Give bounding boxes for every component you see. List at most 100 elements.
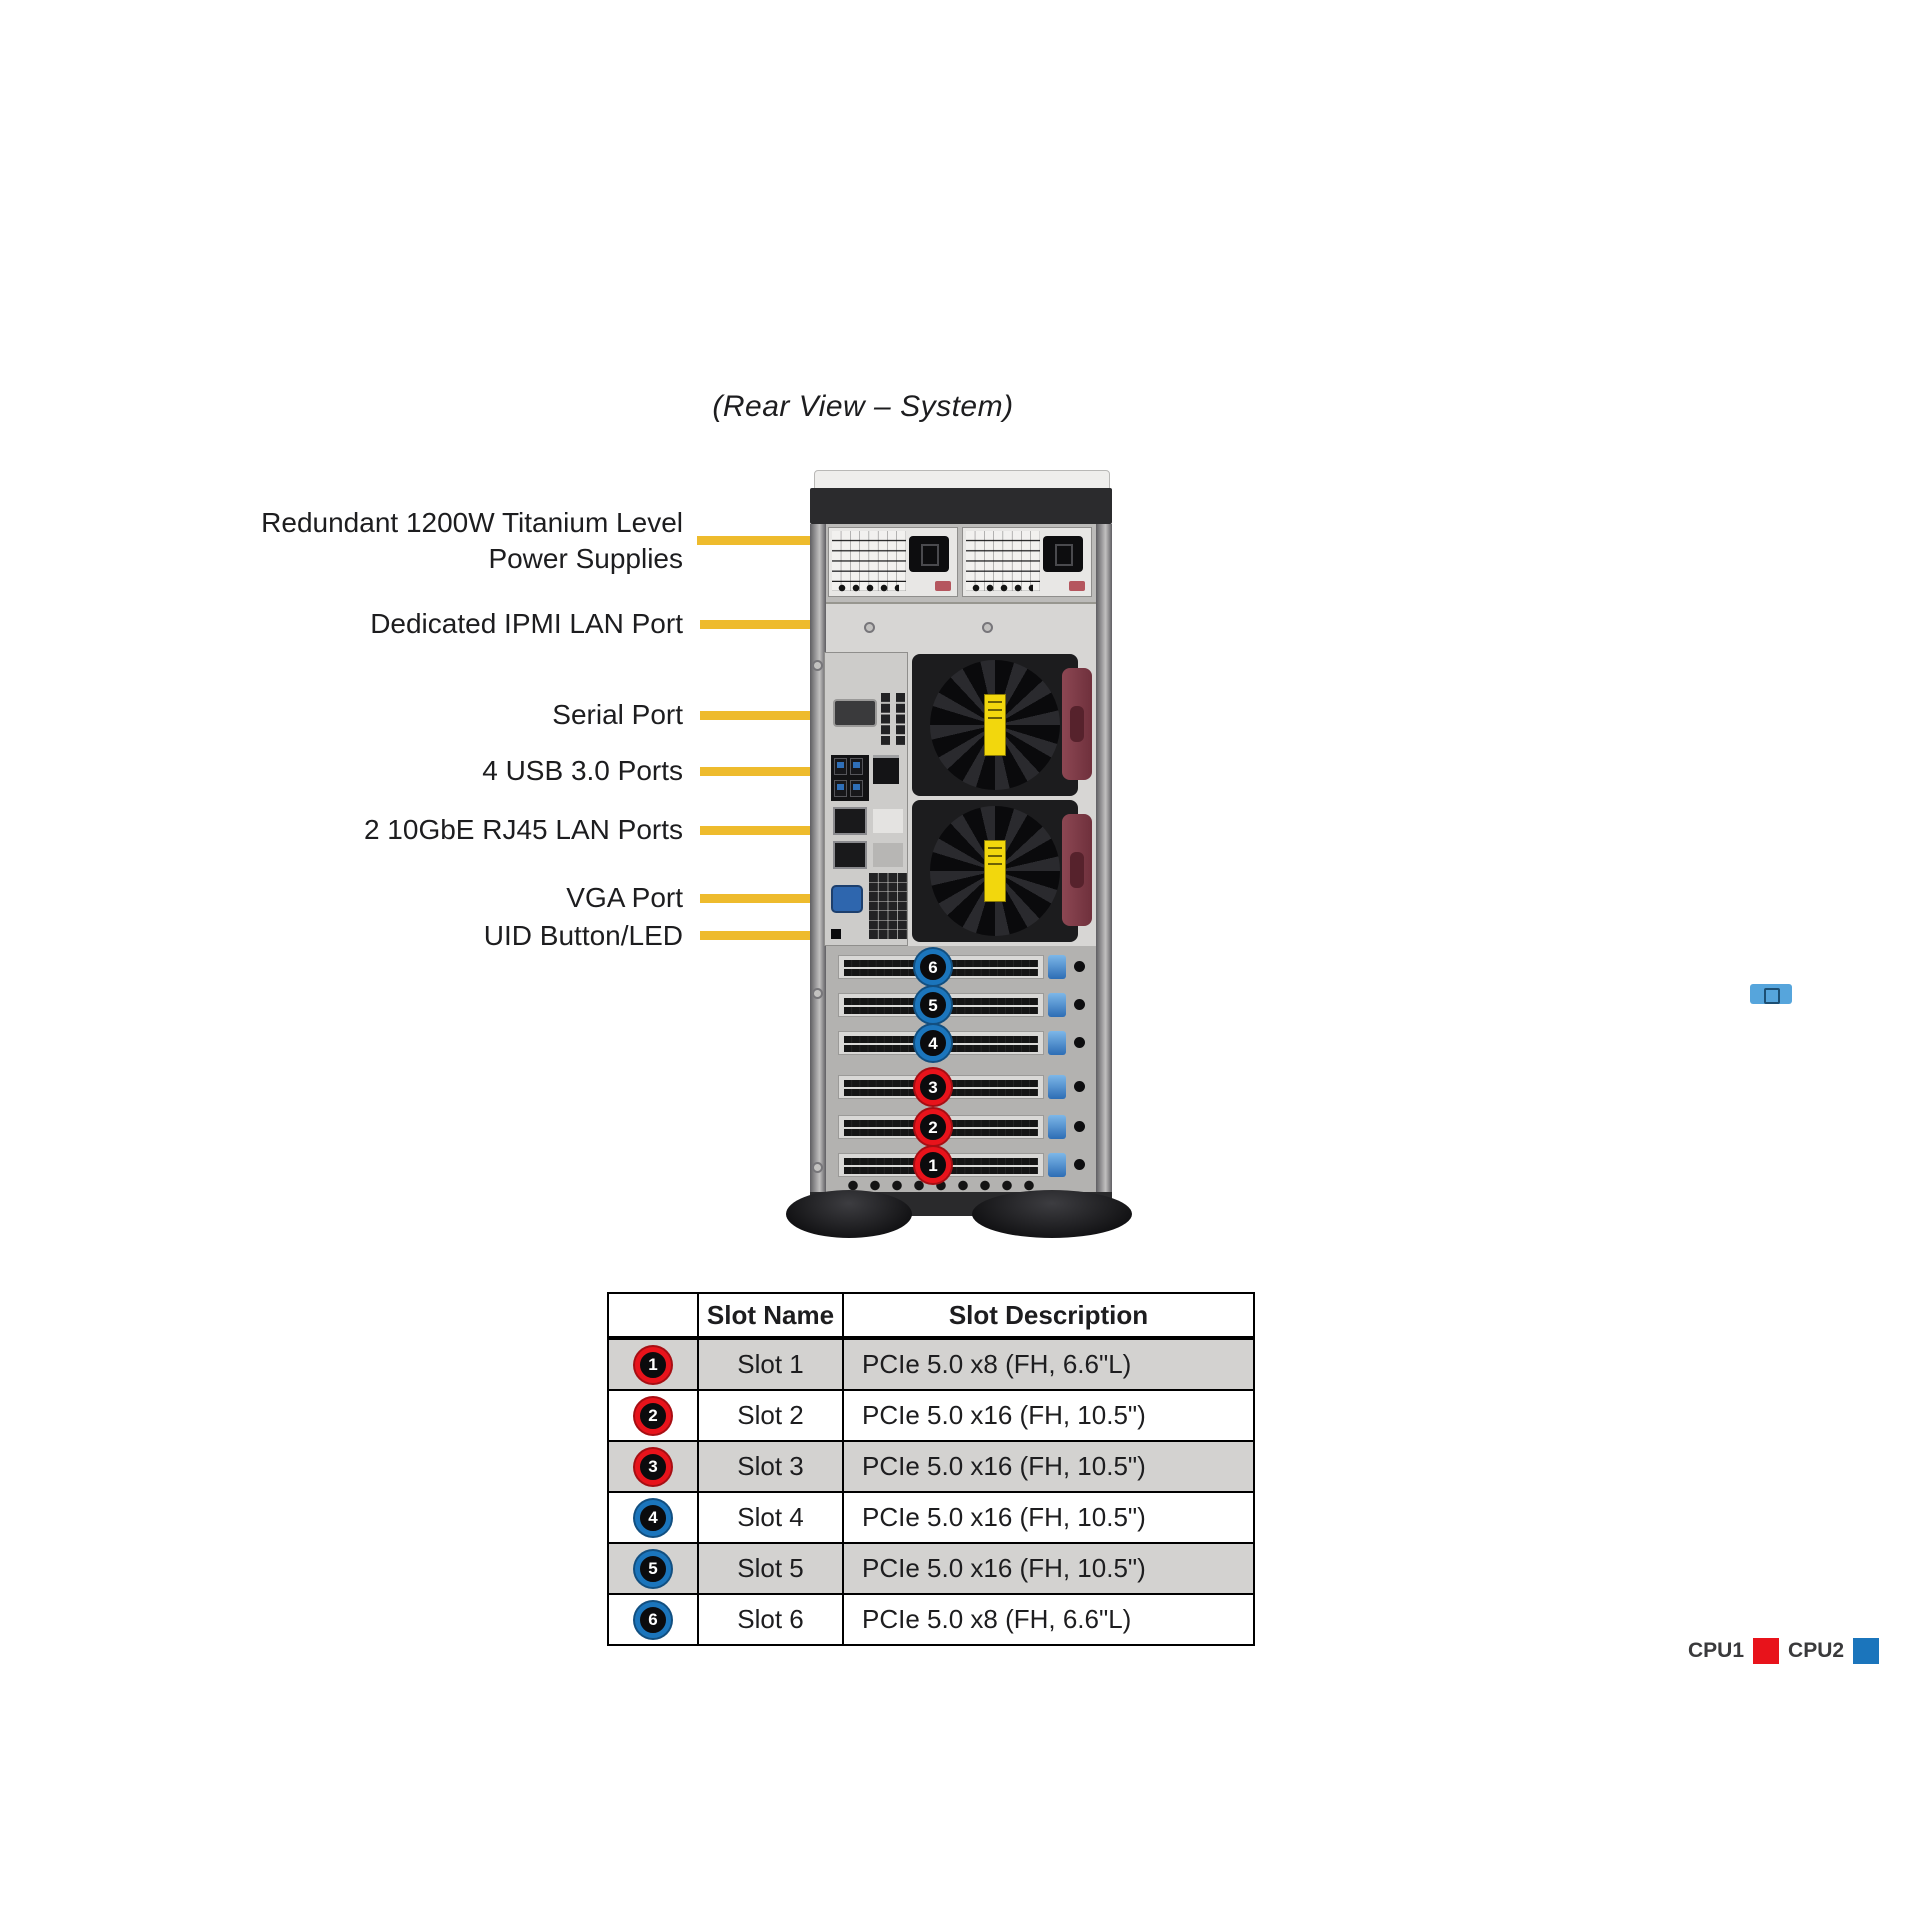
table-row-slot-6: 6 Slot 6 PCIe 5.0 x8 (FH, 6.6"L) <box>607 1593 1255 1646</box>
slot-retention-clip <box>1048 993 1066 1017</box>
system-fan-1 <box>912 654 1078 796</box>
slot-retention-clip <box>1048 1115 1066 1139</box>
bottom-vent-holes <box>842 1180 1042 1191</box>
screw <box>812 660 823 671</box>
chassis-front-button <box>1750 984 1792 1004</box>
chassis-right-edge <box>1096 524 1112 1196</box>
chassis-slot-badge-2: 2 <box>915 1109 951 1145</box>
slot-name-cell: Slot 4 <box>697 1491 844 1544</box>
slot-name-cell: Slot 3 <box>697 1440 844 1493</box>
callout-line-lan <box>700 826 840 835</box>
fan2-label-sticker <box>984 840 1006 902</box>
header-slot-name: Slot Name <box>697 1292 844 1340</box>
legend-cpu1-swatch <box>1753 1638 1780 1664</box>
lan-port-2 <box>833 841 867 869</box>
slot-screw-hole <box>1074 961 1085 972</box>
chassis-slot-badge-1: 1 <box>915 1147 951 1183</box>
vent-grid <box>881 693 905 745</box>
table-row-slot-2: 2 Slot 2 PCIe 5.0 x16 (FH, 10.5") <box>607 1389 1255 1442</box>
callout-label-usb: 4 USB 3.0 Ports <box>482 755 683 786</box>
pcie-slot-area <box>826 946 1096 1196</box>
slot-name-cell: Slot 2 <box>697 1389 844 1442</box>
vga-port <box>831 885 863 913</box>
slot-description-cell: PCIe 5.0 x8 (FH, 6.6"L) <box>842 1337 1255 1391</box>
legend-cpu2-label: CPU2 <box>1788 1639 1845 1662</box>
usb3-ports <box>831 755 869 801</box>
slot-screw-hole <box>1074 1159 1085 1170</box>
figure-title: (Rear View – System) <box>712 390 1014 423</box>
power-supply-bay <box>826 524 1096 604</box>
chassis-front-button-icon <box>1764 988 1780 1004</box>
chassis-slot-badge-4: 4 <box>915 1025 951 1061</box>
table-row-slot-1: 1 Slot 1 PCIe 5.0 x8 (FH, 6.6"L) <box>607 1337 1255 1391</box>
cpu-legend: CPU1 CPU2 <box>1688 1638 1880 1664</box>
slot-description-cell: PCIe 5.0 x16 (FH, 10.5") <box>842 1542 1255 1595</box>
table-badge-1: 1 <box>635 1346 671 1383</box>
ipmi-lan-port <box>873 755 899 784</box>
callout-label-vga: VGA Port <box>566 882 683 913</box>
usb-port <box>850 779 863 797</box>
slot-name-cell: Slot 6 <box>697 1593 844 1646</box>
chassis-slot-badge-6: 6 <box>915 949 951 985</box>
table-row-slot-5: 5 Slot 5 PCIe 5.0 x16 (FH, 10.5") <box>607 1542 1255 1595</box>
chassis-foot-left <box>786 1190 912 1238</box>
table-row-slot-3: 3 Slot 3 PCIe 5.0 x16 (FH, 10.5") <box>607 1440 1255 1493</box>
power-supply-1 <box>828 527 958 597</box>
callout-label-ipmi: Dedicated IPMI LAN Port <box>370 608 683 639</box>
io-shield-block <box>873 809 903 833</box>
fan1-label-sticker <box>984 694 1006 756</box>
psu2-vents <box>969 584 1033 592</box>
slot-retention-clip <box>1048 955 1066 979</box>
callout-line-uid <box>700 931 832 940</box>
usb-port <box>850 758 863 775</box>
uid-button-led <box>831 929 841 939</box>
psu1-vents <box>835 584 899 592</box>
chassis-slot-badge-3: 3 <box>915 1069 951 1105</box>
slot-description-cell: PCIe 5.0 x8 (FH, 6.6"L) <box>842 1593 1255 1646</box>
serial-port <box>833 699 877 727</box>
callout-label-power-supplies: Redundant 1200W Titanium Level Power Sup… <box>150 505 683 577</box>
slot-screw-hole <box>1074 1037 1085 1048</box>
chassis-top-bezel <box>810 488 1792 1004</box>
slot-name-cell: Slot 1 <box>697 1337 844 1391</box>
psu2-latch <box>1069 581 1085 591</box>
psu2-grille <box>966 531 1040 591</box>
slot-retention-clip <box>1048 1075 1066 1099</box>
usb-port <box>834 779 847 797</box>
usb-port <box>834 758 847 775</box>
screw <box>812 1162 823 1173</box>
legend-cpu2-swatch <box>1853 1638 1880 1664</box>
psu1-latch <box>935 581 951 591</box>
header-badge-column <box>607 1292 699 1340</box>
table-badge-3: 3 <box>635 1448 671 1485</box>
table-badge-5: 5 <box>635 1550 671 1587</box>
chassis-left-edge <box>810 524 826 1196</box>
legend-cpu1-label: CPU1 <box>1688 1639 1745 1662</box>
fan1-handle <box>1062 668 1092 780</box>
callout-line-serial <box>700 711 845 720</box>
psu2-ac-inlet <box>1043 536 1083 572</box>
slot-retention-clip <box>1048 1153 1066 1177</box>
callout-line-usb <box>700 767 838 776</box>
table-badge-2: 2 <box>635 1397 671 1434</box>
callout-label-power-supplies-line2: Power Supplies <box>488 543 683 574</box>
callout-label-uid: UID Button/LED <box>483 920 683 951</box>
chassis-foot-right <box>972 1190 1132 1238</box>
slot-retention-clip <box>1048 1031 1066 1055</box>
callout-label-power-supplies-line1: Redundant 1200W Titanium Level <box>261 507 683 538</box>
io-shield-block <box>873 843 903 867</box>
slot-table: Slot Name Slot Description 1 Slot 1 PCIe… <box>607 1292 1255 1646</box>
header-slot-description: Slot Description <box>842 1292 1255 1340</box>
slot-screw-hole <box>1074 1121 1085 1132</box>
callout-line-power-supplies <box>697 536 858 545</box>
screw <box>864 622 875 633</box>
vent-grid <box>869 873 907 939</box>
table-badge-6: 6 <box>635 1601 671 1638</box>
table-badge-4: 4 <box>635 1499 671 1536</box>
slot-screw-hole <box>1074 999 1085 1010</box>
psu1-grille <box>832 531 906 591</box>
chassis-slot-badge-5: 5 <box>915 987 951 1023</box>
callout-label-lan: 2 10GbE RJ45 LAN Ports <box>363 814 683 845</box>
slot-description-cell: PCIe 5.0 x16 (FH, 10.5") <box>842 1491 1255 1544</box>
